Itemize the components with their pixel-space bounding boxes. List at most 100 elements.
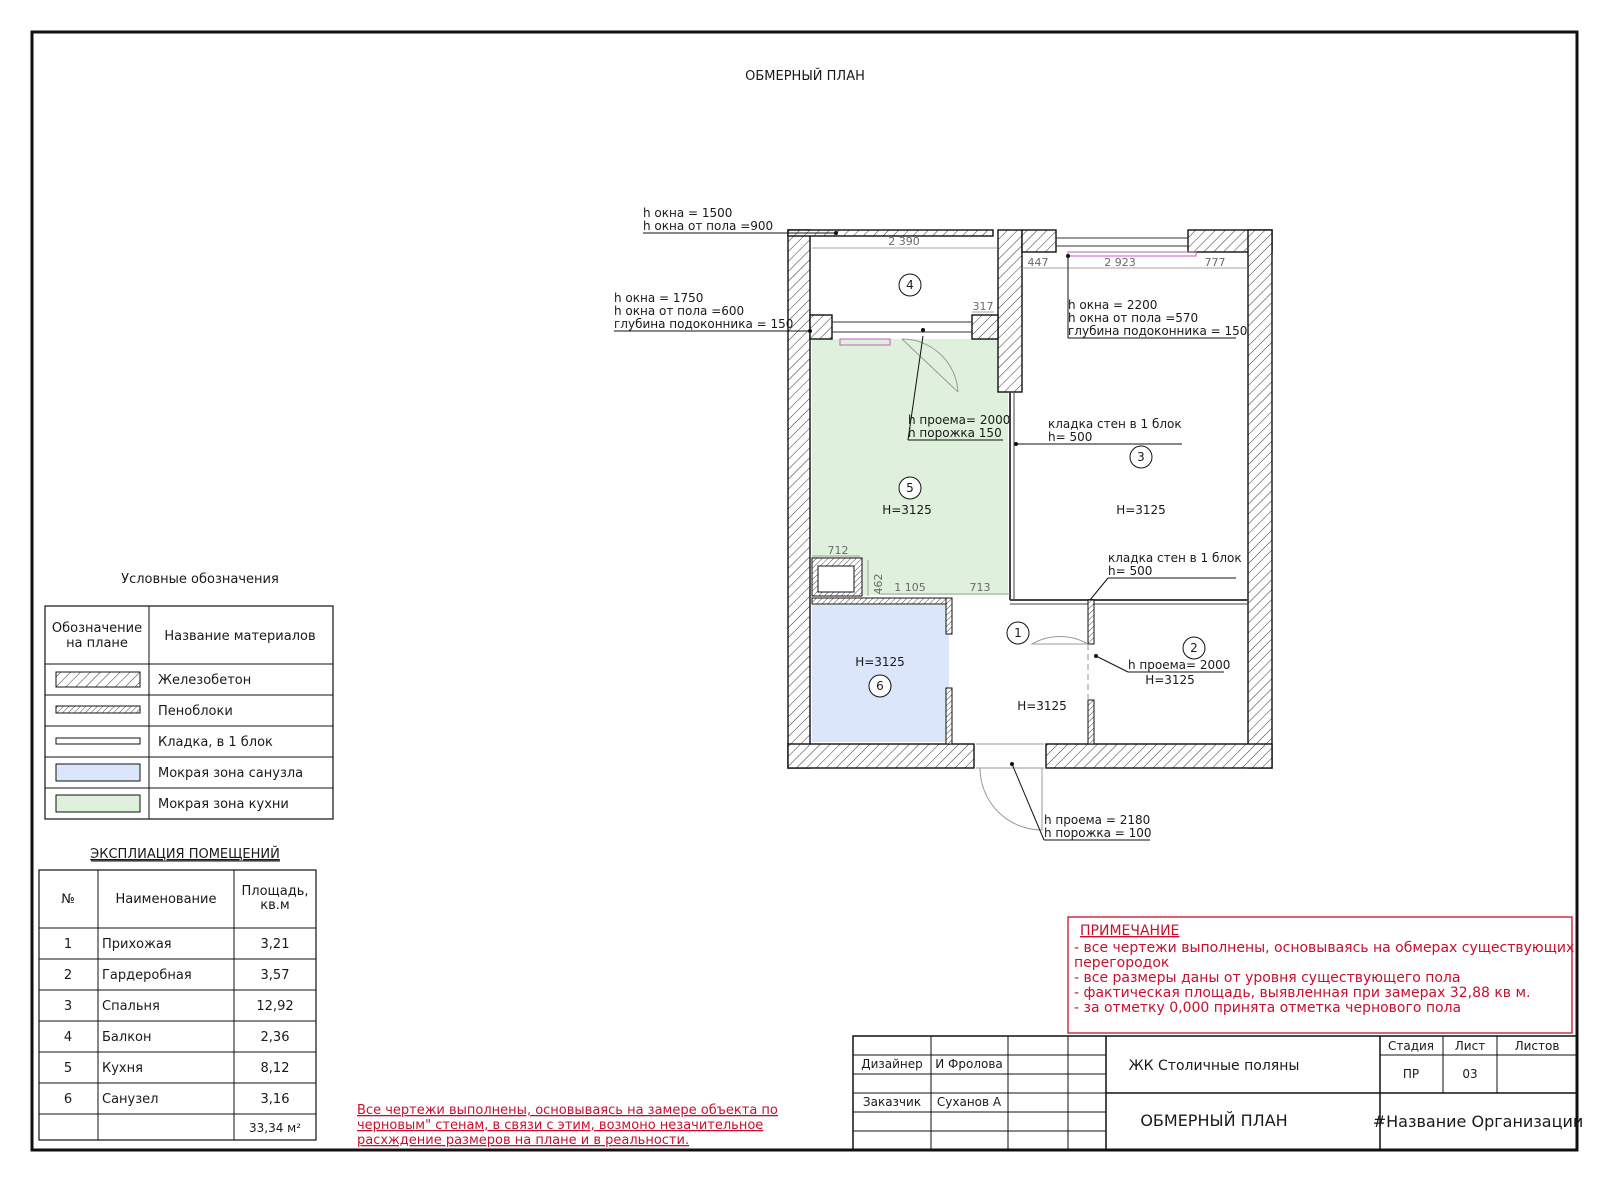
kitchen-window-note-1: h окна = 1750	[614, 291, 703, 305]
svg-text:Прихожая: Прихожая	[102, 937, 172, 952]
page-title: ОБМЕРНЫЙ ПЛАН	[745, 68, 865, 84]
legend: Условные обозначения Обозначение на план…	[44, 572, 334, 820]
legend-item-5: Мокрая зона кухни	[158, 797, 289, 812]
remarks-box: ПРИМЕЧАНИЕ - все чертежи выполнены, осно…	[1067, 916, 1574, 1034]
wardrobe-door-note: h проема= 2000	[1128, 658, 1230, 672]
room-3-height: H=3125	[1116, 503, 1166, 517]
room-6-height: H=3125	[855, 655, 905, 669]
sheets-label: Листов	[1515, 1039, 1560, 1053]
swatch-kitchen	[55, 794, 141, 813]
client-label: Заказчик	[863, 1095, 921, 1109]
balcony-window-note-2: h окна от пола =900	[643, 219, 773, 233]
bedroom-window-note-2: h окна от пола =570	[1068, 311, 1198, 325]
floor-plan: 2 390 317 447 2 923 777 712 462 1 105 71…	[614, 206, 1273, 841]
svg-text:Кухня: Кухня	[102, 1061, 143, 1076]
bedroom-window-note-3: глубина подоконника = 150	[1068, 324, 1247, 338]
svg-text:3: 3	[1137, 450, 1145, 464]
explication-title: ЭКСПЛИАЦИЯ ПОМЕЩЕНИЙ	[90, 846, 280, 862]
dim-712: 712	[828, 544, 849, 557]
legend-col2: Название материалов	[164, 629, 315, 644]
svg-text:5: 5	[64, 1061, 72, 1076]
dim-713: 713	[970, 581, 991, 594]
wall-balcony-sill-left	[809, 314, 833, 340]
explication-header-area-1: Площадь,	[241, 884, 308, 899]
masonry-note-top-1: кладка стен в 1 блок	[1048, 417, 1182, 431]
balcony-window-note-1: h окна = 1500	[643, 206, 732, 220]
svg-text:2: 2	[1190, 641, 1198, 655]
title-block	[852, 1035, 1578, 1151]
table-row: 4 Балкон 2,36	[64, 1030, 290, 1045]
swatch-concrete	[55, 671, 141, 688]
legend-item-1: Железобетон	[158, 673, 251, 688]
entry-door-note-2: h порожка = 100	[1044, 826, 1152, 840]
swatch-bathroom	[55, 763, 141, 782]
svg-text:1: 1	[64, 937, 72, 952]
svg-text:Гардеробная: Гардеробная	[102, 968, 192, 983]
wall-right	[1247, 229, 1273, 769]
legend-col1-line1: Обозначение	[52, 621, 142, 636]
wall-balcony-pier	[997, 229, 1023, 393]
dim-447: 447	[1028, 256, 1049, 269]
room-6-marker: H=3125 6	[855, 655, 905, 698]
dim-1105: 1 105	[894, 581, 926, 594]
masonry-note-bottom-1: кладка стен в 1 блок	[1108, 551, 1242, 565]
room-5-marker: 5 H=3125	[882, 476, 932, 517]
room-3-marker: 3 H=3125	[1116, 445, 1166, 517]
legend-item-3: Кладка, в 1 блок	[158, 735, 273, 750]
stage-label: Стадия	[1388, 1039, 1434, 1053]
svg-text:Все чертежи выполнены, основыв: Все чертежи выполнены, основываясь на за…	[357, 1103, 778, 1118]
explication-header-name: Наименование	[115, 892, 216, 907]
table-row: 2 Гардеробная 3,57	[64, 968, 290, 983]
dimension-lines	[812, 247, 1248, 596]
dim-777: 777	[1205, 256, 1226, 269]
wall-bottom-left	[787, 743, 975, 769]
remarks-title: ПРИМЕЧАНИЕ	[1080, 923, 1179, 939]
masonry-note-top-2: h= 500	[1048, 430, 1092, 444]
table-row: 3 Спальня 12,92	[64, 999, 294, 1014]
svg-text:Балкон: Балкон	[102, 1030, 152, 1045]
wall-left	[787, 229, 811, 769]
table-row: 1 Прихожая 3,21	[64, 937, 290, 952]
organization-name: #Название Организации	[1373, 1112, 1584, 1131]
room-1-height: H=3125	[1017, 699, 1067, 713]
svg-text:6: 6	[876, 679, 884, 693]
legend-item-2: Пеноблоки	[158, 704, 233, 719]
stage-value: ПР	[1403, 1067, 1419, 1081]
svg-text:12,92: 12,92	[256, 999, 293, 1014]
legend-title: Условные обозначения	[121, 572, 279, 587]
dim-2390: 2 390	[888, 235, 920, 248]
wall-balcony-sill-right	[971, 314, 999, 340]
svg-text:3,16: 3,16	[261, 1092, 290, 1107]
room-2-marker: 2 H=3125	[1145, 636, 1206, 687]
legend-item-4: Мокрая зона санузла	[158, 766, 303, 781]
room-2-height: H=3125	[1145, 673, 1195, 687]
bedroom-window-note-1: h окна = 2200	[1068, 298, 1157, 312]
svg-text:черновым" стенам, в связи с эт: черновым" стенам, в связи с этим, возмон…	[357, 1118, 763, 1133]
svg-text:перегородок: перегородок	[1074, 955, 1169, 971]
svg-text:6: 6	[64, 1092, 72, 1107]
svg-text:3,21: 3,21	[261, 937, 290, 952]
legend-col1-line2: на плане	[66, 636, 128, 651]
entry-door-note-1: h проема = 2180	[1044, 813, 1150, 827]
masonry-note-bottom-2: h= 500	[1108, 564, 1152, 578]
disclaimer-note: Все чертежи выполнены, основываясь на за…	[357, 1103, 778, 1148]
dim-462: 462	[872, 574, 885, 595]
svg-text:2: 2	[64, 968, 72, 983]
svg-text:Санузел: Санузел	[102, 1092, 158, 1107]
table-row: 6 Санузел 3,16	[64, 1092, 290, 1107]
sheet-frame	[30, 30, 1579, 1152]
client-name: Суханов А	[937, 1095, 1002, 1109]
wall-top-right-a	[1021, 229, 1057, 253]
svg-text:8,12: 8,12	[261, 1061, 290, 1076]
svg-text:расхждение размеров на плане и: расхждение размеров на плане и в реально…	[357, 1133, 689, 1148]
swatch-masonry	[55, 737, 141, 745]
sheet-title: ОБМЕРНЫЙ ПЛАН	[1140, 1111, 1287, 1130]
bathroom-wet-zone	[812, 605, 949, 742]
kitchen-door-note-1: h проема= 2000	[908, 413, 1010, 427]
swatch-foam-block	[55, 705, 141, 714]
svg-text:5: 5	[906, 481, 914, 495]
room-4-marker: 4	[898, 273, 922, 297]
explication-total: 33,34 м²	[249, 1121, 301, 1135]
svg-text:1: 1	[1014, 626, 1022, 640]
kitchen-door-note-2: h порожка 150	[908, 426, 1002, 440]
